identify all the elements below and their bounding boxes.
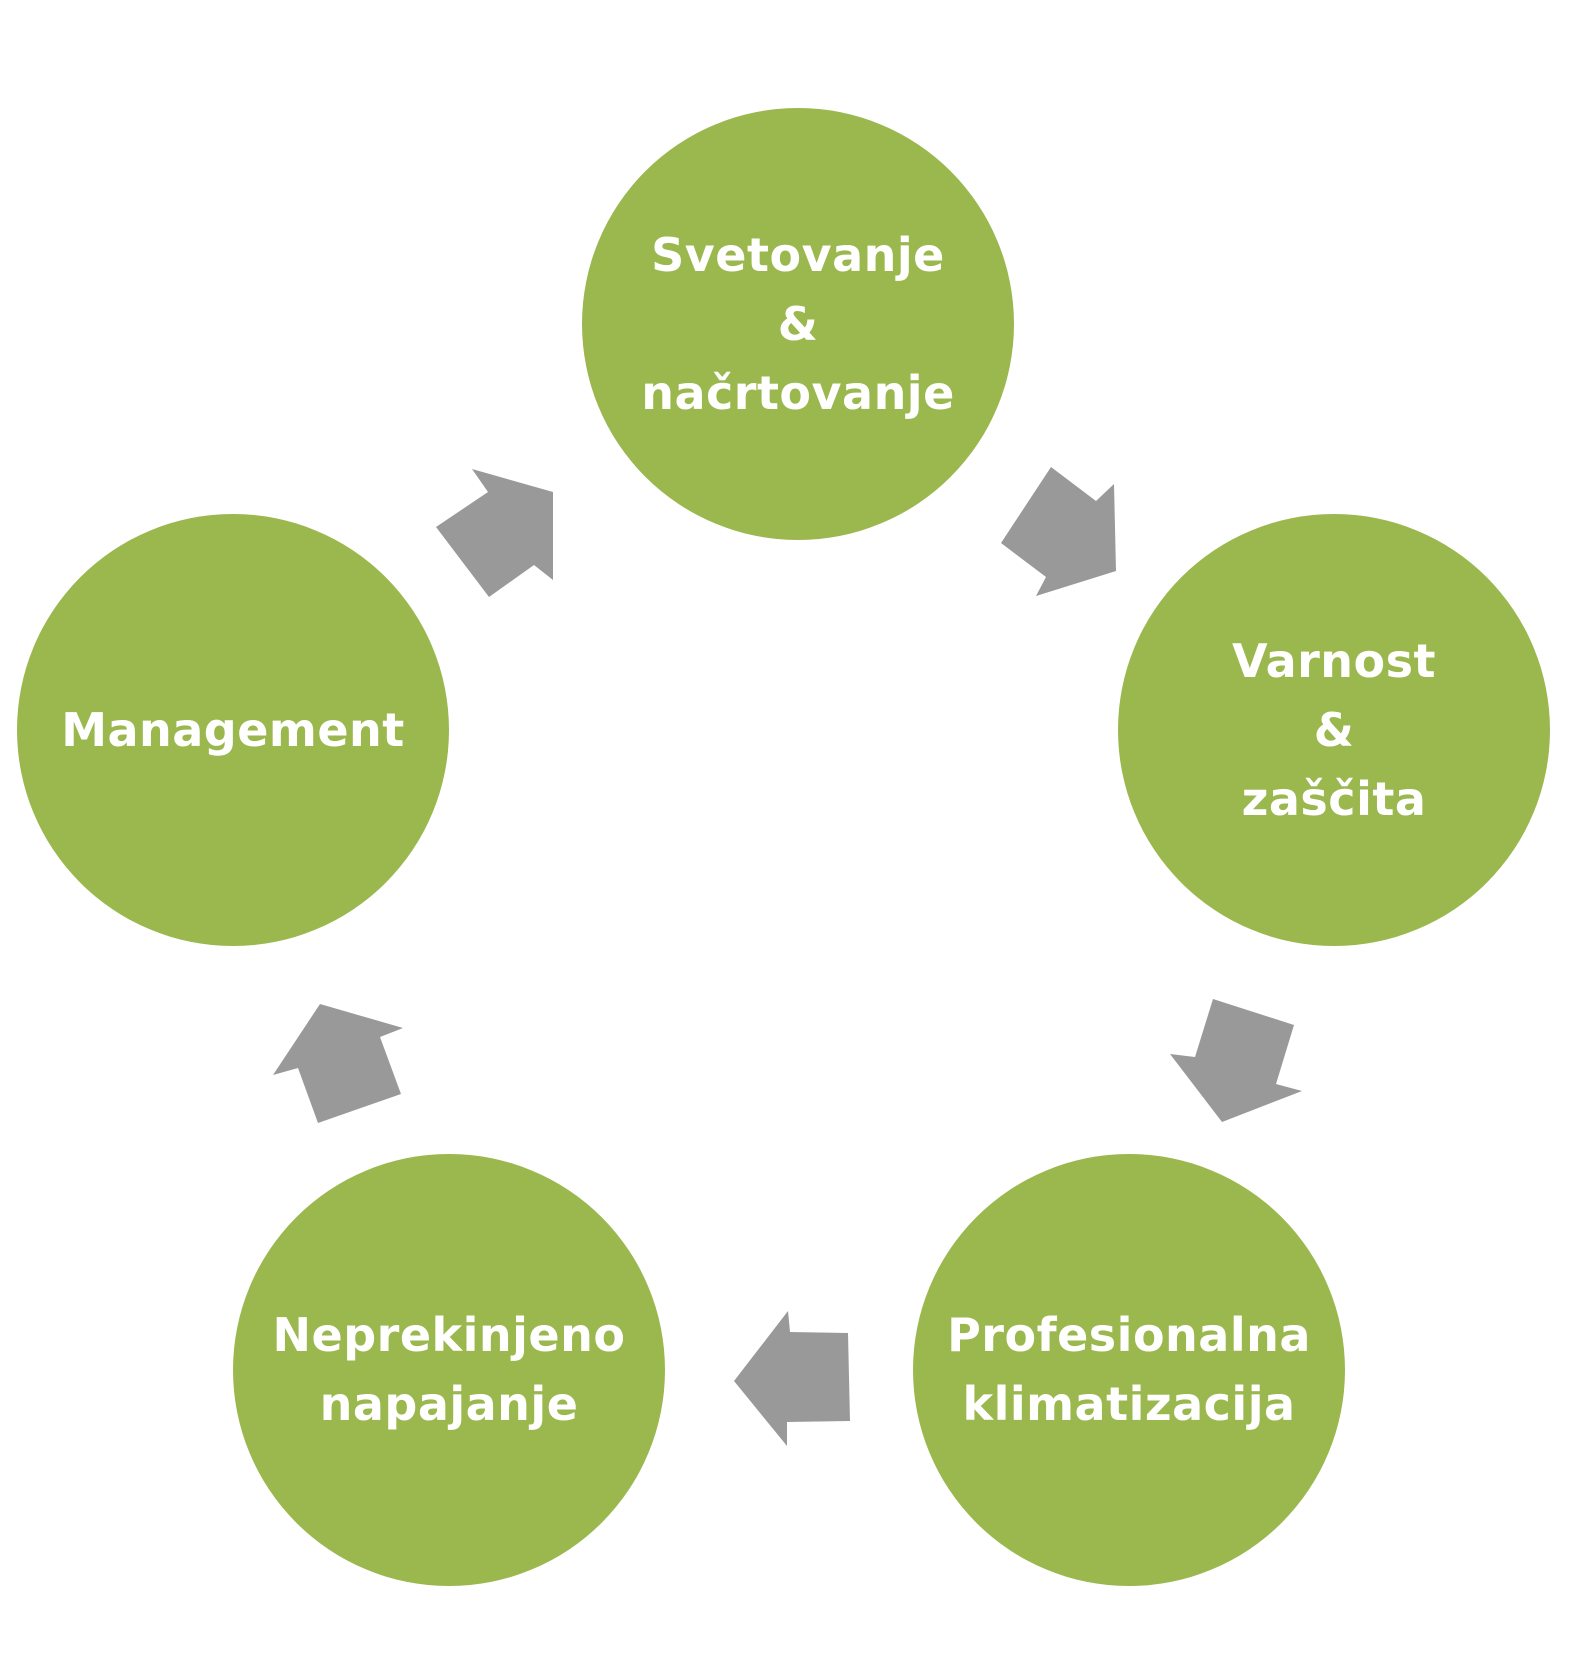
arrow-profesionalna-to-neprekinjeno: [734, 1311, 850, 1446]
node-label-line: Profesionalna: [947, 1308, 1311, 1362]
arrow-varnost-to-profesionalna: [1170, 999, 1302, 1122]
node-label-line: &: [777, 296, 819, 351]
node-profesionalna-klimatizacija: Profesionalna klimatizacija: [913, 1154, 1345, 1586]
node-management: Management: [17, 514, 449, 946]
arrow-svetovanje-to-varnost: [1001, 467, 1116, 596]
node-label-line: Neprekinjeno: [272, 1308, 626, 1362]
node-svetovanje-nacrtovanje: Svetovanje & načrtovanje: [582, 108, 1014, 540]
node-varnost-zascita: Varnost & zaščita: [1118, 514, 1550, 946]
node-label-line: klimatizacija: [962, 1377, 1296, 1431]
node-neprekinjeno-napajanje: Neprekinjeno napajanje: [233, 1154, 665, 1586]
node-label-line: Svetovanje: [651, 227, 945, 282]
arrow-management-to-svetovanje: [436, 469, 553, 597]
node-label-line: napajanje: [319, 1377, 579, 1431]
node-label-line: Varnost: [1231, 633, 1437, 688]
node-label-line: zaščita: [1241, 771, 1427, 826]
node-label-line: načrtovanje: [641, 365, 955, 420]
arrow-neprekinjeno-to-management: [273, 1004, 403, 1123]
node-label-line: &: [1313, 702, 1355, 757]
node-label-line: Management: [61, 702, 405, 757]
